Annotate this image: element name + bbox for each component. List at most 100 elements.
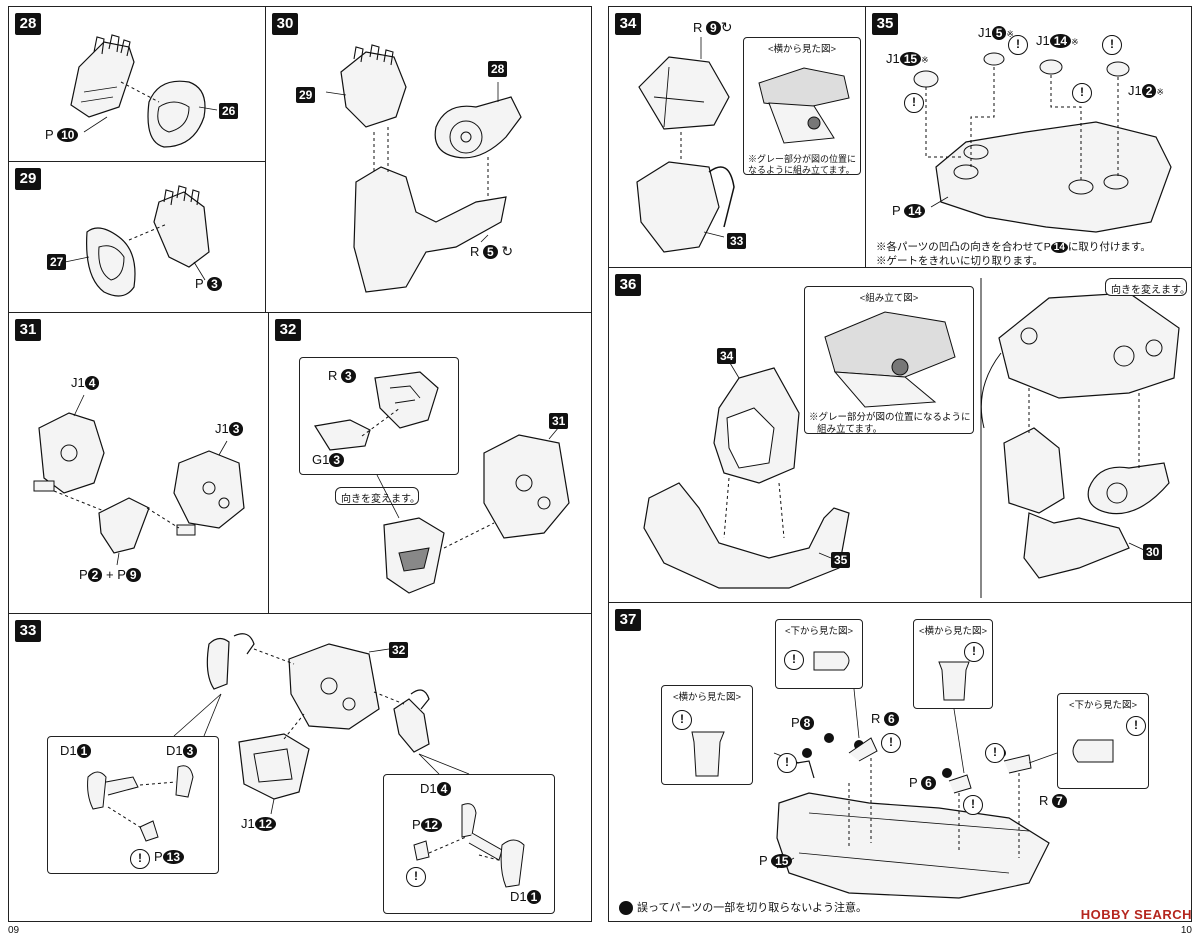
ref-tag-33: 33 [727,233,747,249]
caution-icon: ! [904,93,924,113]
right-page: 34 R 9↻ 33 <横から見た図> ※グレー部分が図の位置に なるように組み… [600,0,1200,940]
part-label-p14: P 14 [892,203,926,219]
step-35-note-2: ※ゲートをきれいに切り取ります。 [876,255,1043,267]
ref-tag-31: 31 [549,413,569,429]
caution-icon: ! [881,733,901,753]
part-label-r9: R 9↻ [693,19,733,35]
step-28-panel: 28 P 10 26 [8,6,266,162]
part-label: P 10 [45,127,79,143]
part-label-r6: R 6 [871,711,899,727]
step-34-illustration [636,37,735,253]
step-30-panel: 30 29 28 R 5 ↻ [265,6,592,313]
ref-tag-29: 29 [296,87,316,103]
step-30-illustration [325,44,522,293]
step-number: 31 [15,319,41,341]
step-29-panel: 29 27 P 3 [8,161,266,313]
caution-icon: ! [963,795,983,815]
bottom-view-inset-d: <下から見た図> ! [1057,693,1149,789]
step-29-illustration [64,185,210,297]
step-34-panel: 34 R 9↻ 33 <横から見た図> ※グレー部分が図の位置に なるように組み… [608,6,866,268]
ref-tag-28: 28 [488,61,508,77]
part-label-r7: R 7 [1039,793,1067,809]
assembly-inset: <組み立て図> ※グレー部分が図の位置になるように 組み立てます。 [804,286,974,435]
ref-tag-35: 35 [831,552,851,568]
part-label-r3: R 3 [328,368,356,384]
step-number: 36 [615,274,641,296]
page-number: 09 [8,925,20,936]
part-label-p15: P 15 [759,853,793,869]
caution-icon: ! [406,867,426,887]
caution-icon: ! [130,849,150,869]
caution-icon: ! [1102,35,1122,55]
caution-icon: ! [1008,35,1028,55]
part-label: R 5 ↻ [470,243,514,259]
caution-icon: ! [784,650,804,670]
page-number: 10 [1180,925,1192,936]
step-number: 32 [275,319,301,341]
rotate-note: 向きを変えます。 [1105,278,1190,296]
step-number: 35 [872,13,898,35]
part-label-p6: P 6 [909,775,936,791]
step-32-illustration [376,426,570,594]
ref-tag-34: 34 [717,348,737,364]
step-36-panel: 36 34 35 30 <組み立て図> [608,267,1192,603]
ref-tag-32: 32 [389,642,409,658]
ref-tag-30: 30 [1143,544,1163,560]
caution-icon: ! [1126,716,1146,736]
side-view-inset: <横から見た図> ※グレー部分が図の位置に なるように組み立てます。 [743,37,861,175]
caution-note: 誤ってパーツの一部を切り取らないよう注意。 [619,899,867,916]
ref-tag-26: 26 [219,103,239,119]
side-view-inset-b: <横から見た図> ! [913,619,993,709]
caution-icon: ! [1072,83,1092,103]
step-35-illustration [913,52,1172,233]
caution-icon: ! [777,753,797,773]
step-number: 30 [272,13,298,35]
step-number: 29 [15,168,41,190]
bottom-view-inset-a: <下から見た図> ! [775,619,863,689]
rotate-note: 向きを変えます。 [335,487,420,505]
left-page: 28 P 10 26 29 27 P 3 30 [8,6,592,936]
caution-mark-icon [619,901,633,916]
caution-icon: ! [672,710,692,730]
step-number: 28 [15,13,41,35]
step-37-illustration [773,688,1058,899]
step-33-illustration [173,633,470,815]
ref-tag-27: 27 [47,254,67,270]
step-31-illustration [33,394,245,566]
step-28-illustration [70,34,218,148]
side-view-inset-c: <横から見た図> ! [661,685,753,785]
caution-icon: ! [964,642,984,662]
caution-icon: ! [985,743,1005,763]
step-number: 33 [15,620,41,642]
step-36-illustration [643,278,1180,598]
watermark: HOBBY SEARCH [1080,907,1192,922]
part-label: P 3 [195,276,222,292]
step-37-panel: 37 <下から見た図> ! <横から見た図> ! <横から見た図> ! <下から… [608,602,1192,922]
step-number: 37 [615,609,641,631]
step-number: 34 [615,13,641,35]
